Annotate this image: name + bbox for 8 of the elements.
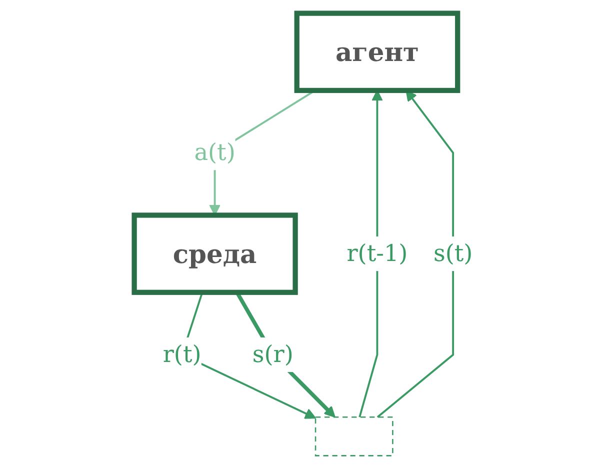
- edge-label: s(r): [252, 341, 293, 368]
- node-box: среда: [131, 212, 298, 295]
- edge-label: r(t): [162, 341, 201, 368]
- edge-label: s(t): [432, 240, 472, 268]
- node-line: [314, 416, 393, 456]
- edge-label: a(t): [194, 139, 235, 166]
- node-box: агент: [294, 10, 460, 94]
- edge-label: r(t-1): [346, 240, 408, 268]
